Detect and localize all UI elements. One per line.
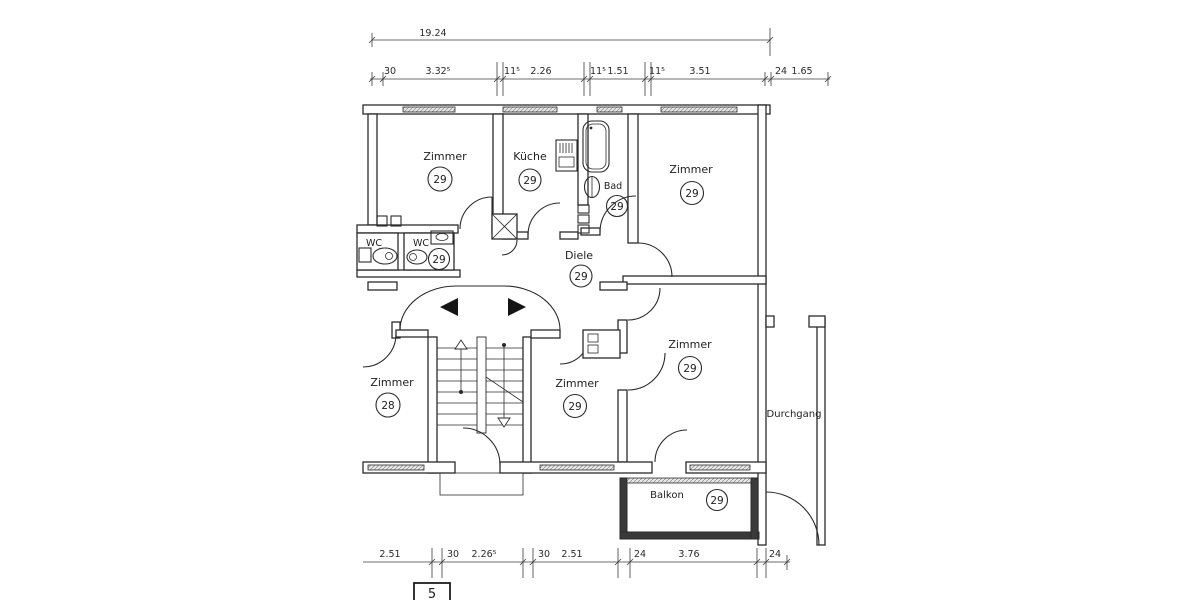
room-number-zimmer-top-left: 29 (433, 174, 446, 186)
stove-icon (555, 139, 578, 172)
dimension-line-bottom: 2.51 30 2.26⁵ 30 2.51 24 3.76 24 (363, 548, 791, 578)
balcony-walls (619, 477, 760, 540)
washbasin-icon (583, 175, 601, 199)
room-number-balkon: 29 (710, 495, 723, 507)
room-label-bad: Bad (604, 181, 622, 192)
dim-bottom-3: 30 (538, 549, 550, 560)
dim-bottom-0: 2.51 (379, 549, 400, 560)
stairs-up-arrow (454, 339, 468, 350)
entry-double-door (399, 285, 561, 331)
room-number-zimmer-mid-right: 29 (683, 363, 696, 375)
room-number-zimmer-bottom-left: 28 (381, 400, 394, 412)
room-label-zimmer-top-left: Zimmer (423, 150, 467, 163)
sheet-number-box: 5 (413, 582, 451, 600)
room-label-zimmer-bottom-center: Zimmer (555, 377, 599, 390)
dim-bottom-5: 24 (634, 549, 646, 560)
room-number-bad: 29 (610, 201, 623, 213)
room-number-diele: 29 (574, 271, 587, 283)
room-label-zimmer-bottom-left: Zimmer (370, 376, 414, 389)
bathtub-icon (582, 120, 610, 173)
room-number-kueche: 29 (523, 175, 536, 187)
dimension-line-top: 30 3.32⁵ 11⁵ 2.26 11⁵ 1.51 11⁵ 3.51 24 1… (368, 62, 832, 96)
dim-top-8: 24 (775, 66, 787, 77)
vent-shafts (376, 204, 590, 234)
dim-top-6: 11⁵ (649, 66, 665, 77)
room-number-zimmer-top-right: 29 (685, 188, 698, 200)
duct-shaft-icon (491, 213, 518, 240)
room-label-durchgang: Durchgang (767, 409, 822, 420)
dim-top-7: 3.51 (689, 66, 710, 77)
room-label-zimmer-top-right: Zimmer (669, 163, 713, 176)
toilet-right-icon (406, 249, 428, 265)
toilet-left-icon (358, 247, 398, 265)
dim-bottom-2: 2.26⁵ (472, 549, 497, 560)
windows (367, 106, 751, 471)
room-label-diele: Diele (565, 249, 593, 262)
room-label-wc-right: WC (413, 238, 429, 249)
room-number-zimmer-bottom-center: 29 (568, 401, 581, 413)
wc-boxes (356, 232, 455, 271)
room-label-zimmer-mid-right: Zimmer (668, 338, 712, 351)
dim-bottom-7: 24 (769, 549, 781, 560)
dim-top-1: 3.32⁵ (426, 66, 451, 77)
dim-bottom-1: 30 (447, 549, 459, 560)
stairs-down-arrow (497, 417, 511, 428)
dim-overall: 19.24 (419, 28, 446, 39)
hand-basin-icon (430, 230, 454, 245)
room-label-wc-left: WC (366, 238, 382, 249)
room-number-wc-right: 29 (432, 254, 445, 266)
dim-top-3: 2.26 (530, 66, 551, 77)
room-labels: Zimmer 29 Küche 29 Bad 29 Zimmer 29 WC W… (366, 150, 822, 512)
dim-top-2: 11⁵ (504, 66, 520, 77)
dim-bottom-4: 2.51 (561, 549, 582, 560)
dim-top-0: 30 (384, 66, 396, 77)
entry-arrow-right-icon (508, 298, 526, 316)
sheet-number: 5 (428, 587, 436, 600)
entry-arrow-left-icon (440, 298, 458, 316)
dimension-line-overall: 19.24 (368, 28, 774, 56)
dim-top-9: 1.65 (791, 66, 812, 77)
dim-top-5: 1.51 (607, 66, 628, 77)
room-label-kueche: Küche (513, 150, 547, 163)
dim-top-4: 11⁵ (590, 66, 606, 77)
dim-bottom-6: 3.76 (678, 549, 699, 560)
room-label-balkon: Balkon (650, 490, 684, 501)
door-swings (362, 195, 820, 546)
stair-landing (439, 472, 524, 496)
closet (582, 329, 621, 359)
staircase (437, 336, 524, 496)
